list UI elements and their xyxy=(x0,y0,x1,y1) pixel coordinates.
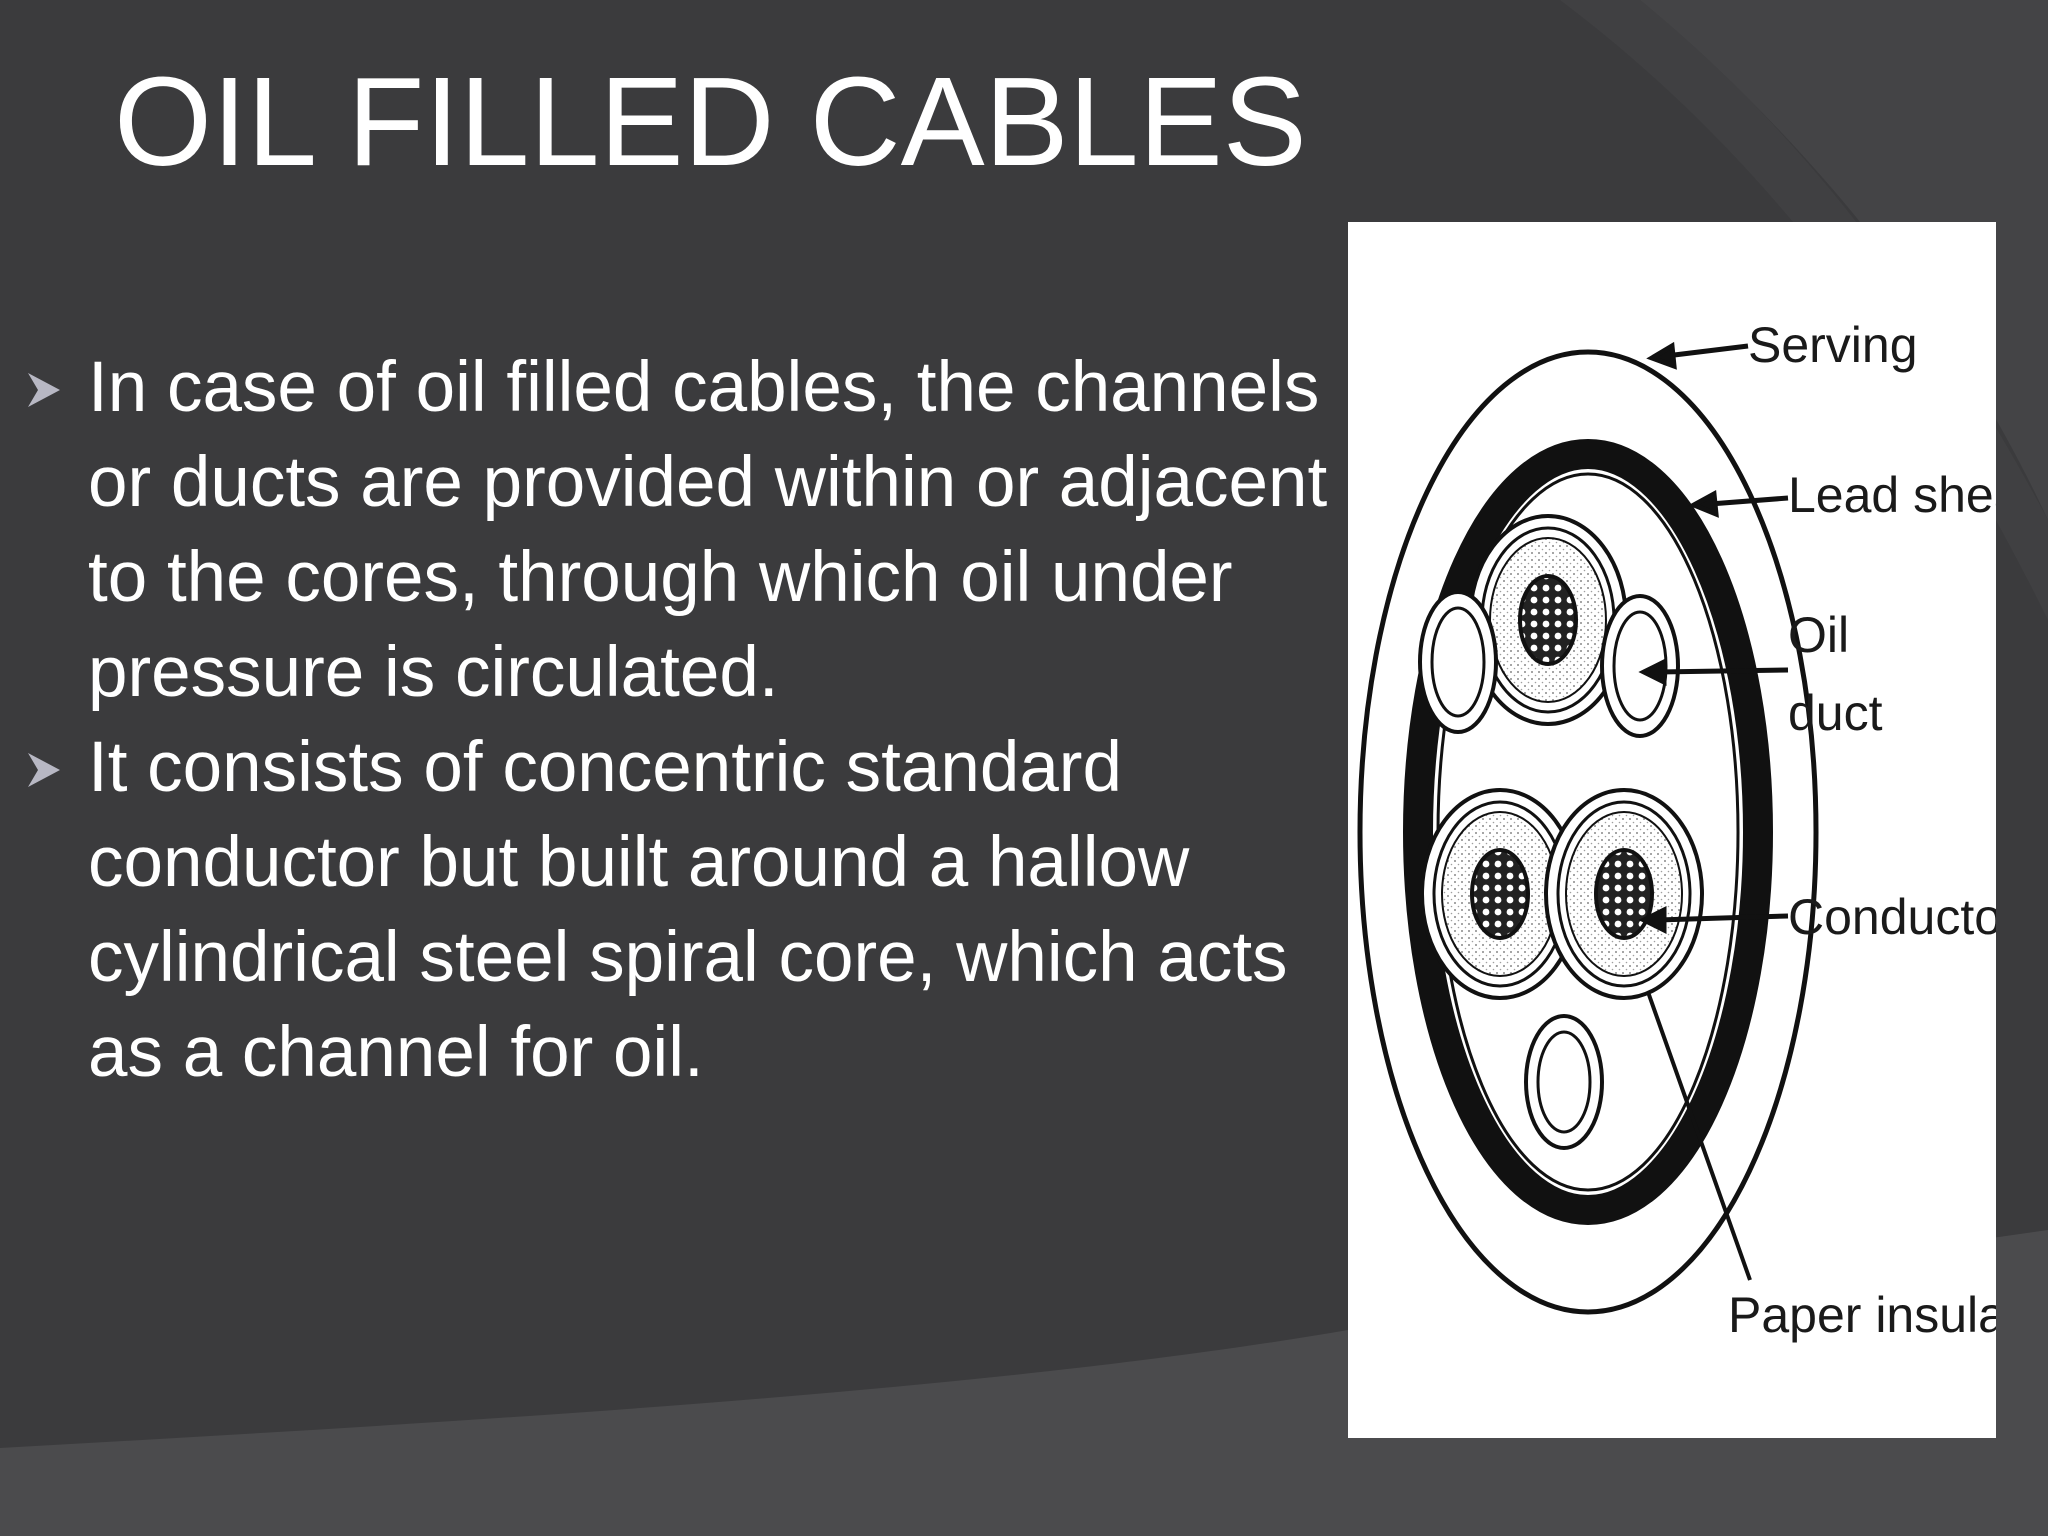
bullet-item: It consists of concentric standard condu… xyxy=(22,720,1342,1100)
cable-cross-section-figure: Serving Lead sheath Oil duct Conductor P… xyxy=(1348,222,1996,1438)
bullet-list: In case of oil filled cables, the channe… xyxy=(22,340,1342,1100)
lead-sheath-label: Lead sheath xyxy=(1788,467,1996,523)
slide-title: OIL FILLED CABLES xyxy=(114,51,1307,192)
serving-layer xyxy=(1357,349,1819,1315)
oil-duct-label-line2: duct xyxy=(1788,685,1883,741)
core-bottom-right xyxy=(1544,788,1704,1000)
arrow-bullet-icon xyxy=(28,753,60,787)
oil-duct-label-line1: Oil xyxy=(1788,607,1849,663)
lead-sheath-layer xyxy=(1403,439,1773,1225)
conductor-leader xyxy=(1657,913,1789,923)
oil-duct-right xyxy=(1600,594,1680,738)
cable-diagram: Serving Lead sheath Oil duct Conductor P… xyxy=(1357,317,1996,1343)
bullet-item: In case of oil filled cables, the channe… xyxy=(22,340,1342,720)
paper-insulation-label: Paper insulation xyxy=(1728,1287,1996,1343)
conductor-label: Conductor xyxy=(1788,889,1996,945)
oil-duct-left xyxy=(1418,590,1498,734)
paper-insulation-leader xyxy=(1646,991,1752,1281)
core-bottom-left xyxy=(1420,788,1580,1000)
bullet-text: It consists of concentric standard condu… xyxy=(88,728,1288,1092)
core-top xyxy=(1468,514,1628,726)
lead-sheath-leader xyxy=(1709,495,1789,507)
oil-duct-leader xyxy=(1657,667,1789,675)
arrow-bullet-icon xyxy=(28,373,60,407)
serving-leader xyxy=(1665,343,1749,359)
bullet-text: In case of oil filled cables, the channe… xyxy=(88,348,1328,712)
oil-duct-bottom xyxy=(1524,1014,1604,1150)
serving-label: Serving xyxy=(1748,317,1918,373)
